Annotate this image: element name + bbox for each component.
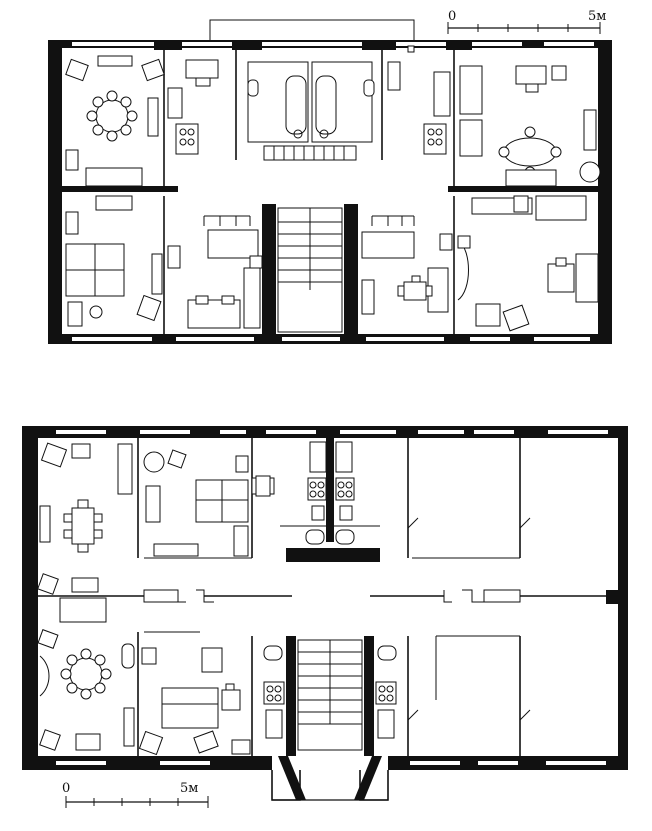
- scale-bottom-end-label: 5м: [180, 781, 198, 796]
- bottom-floor-plan: [22, 426, 628, 801]
- bottom-north-wall: [22, 426, 628, 438]
- top-staircase: [277, 207, 343, 333]
- top-east-wall: [598, 40, 612, 344]
- top-right-bedroom: [457, 195, 599, 332]
- scale-top-end-label: 5м: [588, 9, 606, 24]
- bottom-upper-left-room: [37, 442, 133, 623]
- top-right-living-room: [459, 65, 601, 187]
- scale-top-start-label: 0: [448, 9, 456, 24]
- scale-bar-top: 0 5м: [447, 9, 606, 34]
- top-left-living-room: [65, 55, 165, 187]
- bottom-west-wall: [22, 426, 38, 770]
- top-left-bedroom: [65, 195, 163, 327]
- top-right-kitchen: [387, 45, 451, 155]
- top-bathrooms: [247, 61, 375, 143]
- top-mid-left-room: [167, 215, 263, 329]
- bottom-lower-mid-bedroom: [138, 647, 251, 756]
- bottom-lower-kitchens: [263, 645, 397, 739]
- bottom-upper-kitchens: [305, 441, 355, 545]
- top-left-kitchen: [167, 59, 219, 155]
- scale-bar-bottom: 0 5м: [62, 781, 209, 808]
- top-west-wall: [48, 40, 62, 344]
- bottom-upper-mid-bedroom: [143, 449, 275, 557]
- scale-bottom-start-label: 0: [62, 781, 70, 796]
- top-floor-plan: [48, 19, 612, 344]
- bottom-south-wall: [22, 756, 272, 770]
- bottom-lower-left-room: [37, 629, 135, 751]
- top-mid-right-room: [361, 215, 453, 315]
- bottom-staircase: [297, 639, 363, 751]
